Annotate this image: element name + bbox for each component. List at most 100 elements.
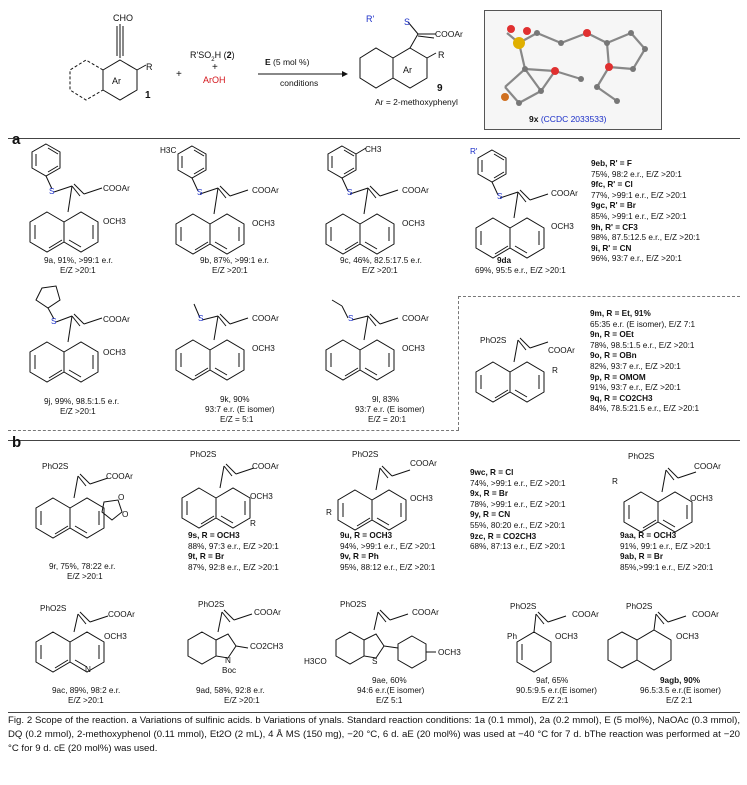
structure-9l-s: S (348, 314, 354, 323)
compound-9x-data: 78%, >99:1 e.r., E/Z >20:1 (470, 499, 566, 509)
structure-9k-s: S (198, 314, 204, 323)
compound-9u: 9u, R = OCH3 (340, 531, 393, 540)
structure-9af-pho2s: PhO2S (510, 602, 537, 611)
structure-9s (181, 463, 255, 529)
structure-9r-o2: O (122, 510, 129, 519)
structure-9a-ome: OCH3 (103, 217, 126, 226)
structure-9aa-ome: OCH3 (690, 494, 713, 503)
dashed-divider-horizontal (8, 430, 459, 431)
structure-9ae-ome: OCH3 (438, 648, 461, 657)
scheme-ar-definition: Ar = 2-methoxyphenyl (375, 97, 458, 107)
compound-9ab: 9ab, R = Br (620, 552, 664, 562)
structure-9k-ome: OCH3 (252, 344, 275, 353)
structure-9m-ester: COOAr (548, 346, 575, 355)
scheme-plus-1: + (176, 69, 182, 80)
compound-9b-line2: E/Z >20:1 (212, 266, 248, 275)
compound-9l-line1: 9l, 83% (372, 395, 400, 404)
structure-9l-ester: COOAr (402, 314, 429, 323)
structure-9ag-ome: OCH3 (676, 632, 699, 641)
compound-9af-line1: 9af, 65% (536, 676, 569, 685)
structure-9ad-ester: COOAr (254, 608, 281, 617)
structure-9d (475, 149, 549, 259)
structure-9u-ester: COOAr (410, 459, 437, 468)
crystal-structure-panel: 9x (CCDC 2033533) (484, 10, 662, 130)
structure-9c (325, 145, 399, 255)
compound-9u-data: 94%, >99:1 e.r., E/Z >20:1 (340, 541, 436, 551)
compound-9e-data: 75%, 98:2 e.r., E/Z >20:1 (591, 169, 682, 179)
structure-9l-ome: OCH3 (402, 344, 425, 353)
compound-9o: 9o, R = OBn (590, 351, 637, 361)
compound-9z-data: 68%, 87:13 e.r., E/Z >20:1 (470, 542, 566, 552)
compound-list-9aa-9ab: 9aa, R = OCH3 91%, 99:1 e.r., E/Z >20:1 … (620, 531, 713, 573)
compound-9ac-line2: E/Z >20:1 (68, 696, 104, 705)
structure-9k (175, 303, 249, 381)
structure-9b-s: S (197, 188, 203, 197)
structure-9s-ester: COOAr (252, 462, 279, 471)
compound-9ag-line3: E/Z 2:1 (666, 696, 693, 705)
section-divider-b (8, 440, 740, 441)
structure-9ae-pho2s: PhO2S (340, 600, 367, 609)
structure-9ac-ester: COOAr (108, 610, 135, 619)
compound-list-9u-9v: 9u, R = OCH3 94%, >99:1 e.r., E/Z >20:1 … (340, 531, 436, 573)
scheme-cho: CHO (113, 13, 133, 23)
structure-9l (325, 299, 399, 381)
structure-9c-ch3: CH3 (365, 145, 382, 154)
scheme-aroh: ArOH (203, 75, 226, 85)
compound-9a-line2: E/Z >20:1 (60, 266, 96, 275)
section-b-label: b (12, 434, 22, 451)
compound-9j-line2: E/Z >20:1 (60, 407, 96, 416)
compound-9c-line2: E/Z >20:1 (362, 266, 398, 275)
compound-9t-data: 87%, 92:8 e.r., E/Z >20:1 (188, 562, 279, 572)
compound-list-9m-9q: 9m, R = Et, 91% 65:35 e.r. (E isomer), E… (590, 309, 699, 415)
compound-9z: 9zc, R = CO2CH3 (470, 531, 537, 541)
compound-9x: 9x, R = Br (470, 489, 508, 499)
structure-9af-ome: OCH3 (555, 632, 578, 641)
structure-9ae-ester: COOAr (412, 608, 439, 617)
structure-9af-ester: COOAr (572, 610, 599, 619)
structure-9ad-pho2s: PhO2S (198, 600, 225, 609)
compound-9v-data: 95%, 88:12 e.r., E/Z >20:1 (340, 562, 436, 572)
compound-9w: 9wc, R = Cl (470, 468, 514, 477)
scheme-starting-material-1 (69, 24, 147, 101)
structure-9j-s: S (51, 317, 57, 326)
structure-9ag (607, 611, 687, 671)
structure-9ad-n: N (225, 656, 231, 665)
structure-9aa-pho2s: PhO2S (628, 452, 655, 461)
compound-9af-line3: E/Z 2:1 (542, 696, 569, 705)
structure-9aa-r: R (612, 477, 618, 486)
compound-9p-data: 91%, 93:7 e.r., E/Z >20:1 (590, 383, 681, 393)
compound-9f-data: 77%, >99:1 e.r., E/Z >20:1 (591, 190, 687, 200)
compound-9e: 9eb, R' = F (591, 159, 632, 168)
compound-9b-line1: 9b, 87%, >99:1 e.r. (200, 256, 269, 265)
structure-9m (475, 337, 549, 403)
structure-9c-s: S (347, 188, 353, 197)
compound-9i: 9i, R' = CN (591, 243, 632, 253)
compound-9g-data: 85%, >99:1 e.r., E/Z >20:1 (591, 211, 687, 221)
structure-9j-ome: OCH3 (103, 348, 126, 357)
compound-9ad-line1: 9ad, 58%, 92:8 e.r. (196, 686, 265, 695)
structure-9b-ome: OCH3 (252, 219, 275, 228)
structure-9c-ome: OCH3 (402, 219, 425, 228)
structure-9u-pho2s: PhO2S (352, 450, 379, 459)
structure-9ac (35, 611, 109, 673)
compound-9s: 9s, R = OCH3 (188, 531, 240, 540)
structure-9ac-ome: OCH3 (104, 632, 127, 641)
compound-9c-line1: 9c, 46%, 82.5:17.5 e.r. (340, 256, 422, 265)
scheme-product-s: S (404, 17, 411, 27)
compound-9ae-line1: 9ae, 60% (372, 676, 407, 685)
structure-9a (29, 143, 103, 253)
structure-9d-ester: COOAr (551, 189, 578, 198)
structure-9a-s: S (49, 187, 55, 196)
structure-9c-ester: COOAr (402, 186, 429, 195)
scheme-product-9 (359, 21, 437, 89)
structure-9m-r: R (552, 366, 558, 375)
compound-9q-data: 84%, 78.5:21.5 e.r., E/Z >20:1 (590, 404, 700, 414)
scheme-product-ring: Ar (403, 65, 412, 75)
structure-9r-pho2s: PhO2S (42, 462, 69, 471)
structure-9ag-ester: COOAr (692, 610, 719, 619)
compound-9aa-data: 91%, 99:1 e.r., E/Z >20:1 (620, 541, 711, 551)
compound-9ae-line3: E/Z 5:1 (376, 696, 403, 705)
compound-9ag-line2: 96.5:3.5 e.r.(E isomer) (640, 686, 721, 695)
structure-9d-ome: OCH3 (551, 222, 574, 231)
scheme-reagent-2: R'SO2H (2) (190, 50, 235, 63)
